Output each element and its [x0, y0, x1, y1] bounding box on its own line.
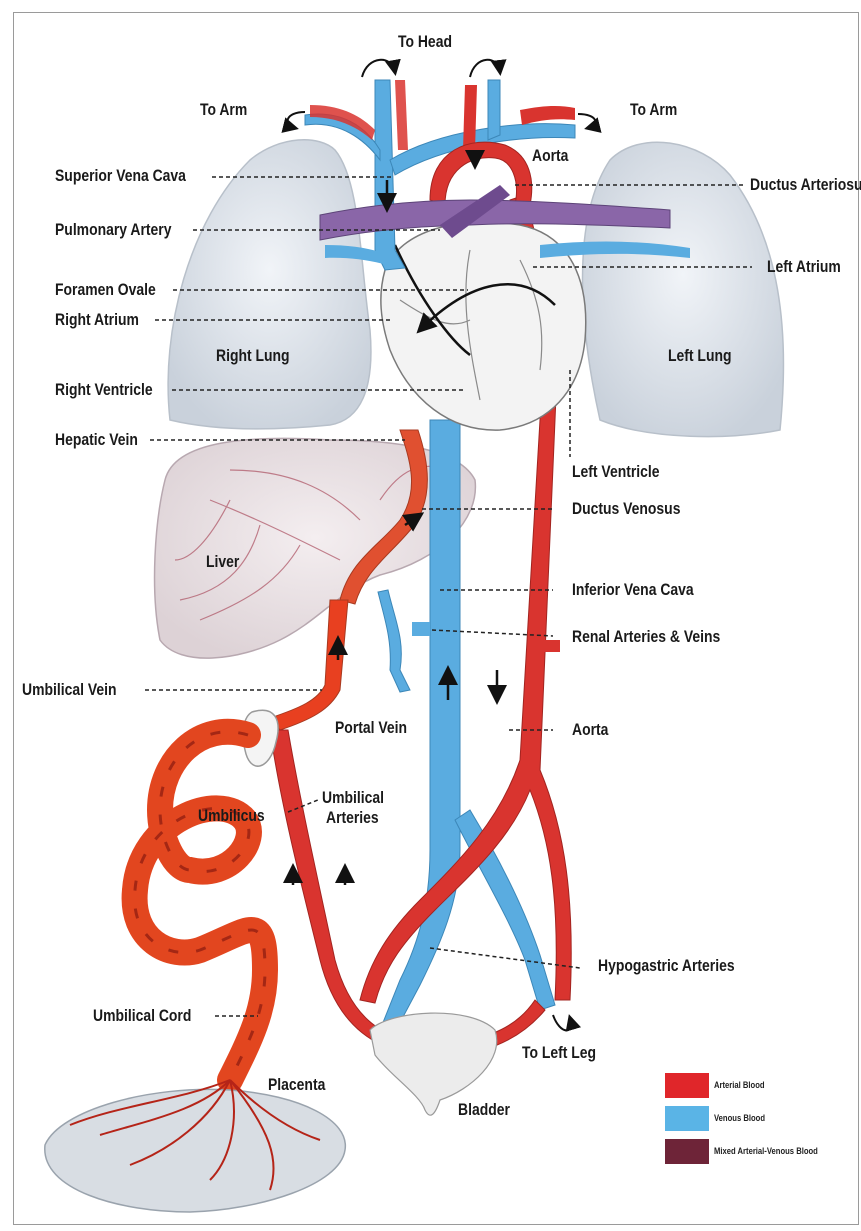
- label-umbilical-arteries-line2: Arteries: [326, 808, 379, 828]
- label-aorta-bottom: Aorta: [572, 720, 608, 740]
- carotid-left: [395, 80, 408, 150]
- label-right-atrium: Right Atrium: [55, 310, 139, 330]
- label-to-left-leg: To Left Leg: [522, 1043, 596, 1063]
- label-left-lung: Left Lung: [668, 346, 731, 366]
- label-foramen-ovale: Foramen Ovale: [55, 280, 156, 300]
- label-inferior-vena-cava: Inferior Vena Cava: [572, 580, 694, 600]
- placenta: [45, 1089, 346, 1212]
- label-left-atrium: Left Atrium: [767, 257, 841, 277]
- label-pulmonary-artery: Pulmonary Artery: [55, 220, 171, 240]
- label-umbilical-arteries-line1: Umbilical: [322, 788, 384, 808]
- label-superior-vena-cava: Superior Vena Cava: [55, 166, 186, 186]
- label-right-ventricle: Right Ventricle: [55, 380, 153, 400]
- label-umbilicus: Umbilicus: [198, 806, 265, 826]
- umbilical-cord: [135, 732, 265, 1080]
- renal-artery: [540, 640, 560, 652]
- label-left-ventricle: Left Ventricle: [572, 462, 660, 482]
- renal-vein: [412, 622, 430, 636]
- label-hepatic-vein: Hepatic Vein: [55, 430, 138, 450]
- ivc-right-branch: [455, 810, 555, 1010]
- legend-swatch-arterial: [665, 1073, 709, 1098]
- legend-label-venous: Venous Blood: [714, 1113, 765, 1123]
- arm-artery-right: [520, 106, 575, 125]
- carotid-right: [463, 85, 477, 150]
- label-liver: Liver: [206, 552, 239, 572]
- label-ductus-venosus: Ductus Venosus: [572, 499, 680, 519]
- right-lung: [168, 140, 371, 429]
- legend-label-arterial: Arterial Blood: [714, 1080, 765, 1090]
- label-renal-arteries-veins: Renal Arteries & Veins: [572, 627, 720, 647]
- label-to-head: To Head: [398, 32, 452, 52]
- legend-swatch-venous: [665, 1106, 709, 1131]
- label-hypogastric-arteries: Hypogastric Arteries: [598, 956, 735, 976]
- legend-label-mixed: Mixed Arterial-Venous Blood: [714, 1146, 818, 1156]
- label-bladder: Bladder: [458, 1100, 510, 1120]
- label-aorta-top: Aorta: [532, 146, 568, 166]
- legend-swatch-mixed: [665, 1139, 709, 1164]
- label-portal-vein: Portal Vein: [335, 718, 407, 738]
- label-umbilical-vein: Umbilical Vein: [22, 680, 117, 700]
- label-right-lung: Right Lung: [216, 346, 290, 366]
- label-placenta: Placenta: [268, 1075, 325, 1095]
- left-jugular: [488, 80, 500, 140]
- label-to-arm-left: To Arm: [200, 100, 247, 120]
- label-umbilical-cord: Umbilical Cord: [93, 1006, 191, 1026]
- label-to-arm-right: To Arm: [630, 100, 677, 120]
- portal-vein: [378, 590, 410, 692]
- label-ductus-arteriosus: Ductus Arteriosus: [750, 175, 861, 195]
